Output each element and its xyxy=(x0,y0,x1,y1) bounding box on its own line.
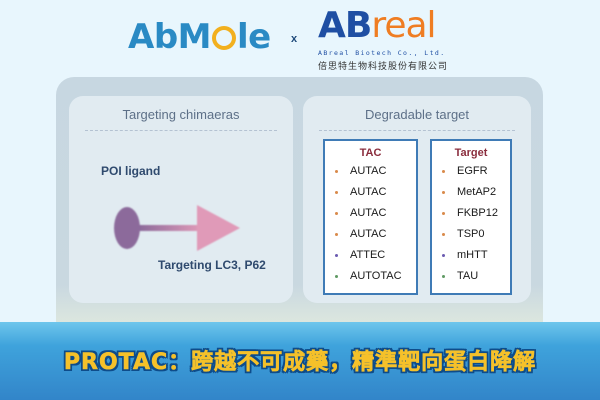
bullet-icon xyxy=(335,169,338,173)
bullet-icon xyxy=(442,169,445,173)
item-label: TAU xyxy=(457,270,479,282)
bullet-icon xyxy=(335,274,338,278)
divider xyxy=(85,130,277,131)
divider xyxy=(319,130,515,131)
list-item: MetAP2 xyxy=(432,182,510,203)
abmole-logo-prefix: AbM xyxy=(128,17,212,57)
abreal-english-name: ABreal Biotech Co., Ltd. xyxy=(318,49,446,57)
card-title: Targeting chimaeras xyxy=(122,107,240,122)
abreal-chinese-name: 倍思特生物科技股份有限公司 xyxy=(318,61,449,71)
item-label: FKBP12 xyxy=(457,207,498,219)
item-label: AUTAC xyxy=(350,228,387,240)
diagram-panel: Targeting chimaeras POI ligand Targeting… xyxy=(56,77,543,337)
abmole-logo: AbM le xyxy=(128,17,271,57)
bullet-icon xyxy=(442,274,445,278)
abmole-o-ring-icon xyxy=(212,26,236,50)
item-label: EGFR xyxy=(457,165,488,177)
target-header: Target xyxy=(454,147,488,159)
tac-header: TAC xyxy=(359,147,382,159)
tac-column: TAC AUTAC AUTAC AUTAC AUTAC ATTEC AUTOTA… xyxy=(323,139,418,295)
chimaera-arrow-icon xyxy=(114,205,240,251)
degradable-target-card: Degradable target TAC AUTAC AUTAC AUTAC … xyxy=(303,96,531,303)
item-label: AUTAC xyxy=(350,207,387,219)
targeting-chimaeras-card: Targeting chimaeras POI ligand Targeting… xyxy=(69,96,293,303)
list-item: EGFR xyxy=(432,161,510,182)
item-label: ATTEC xyxy=(350,249,386,261)
list-item: TAU xyxy=(432,266,510,287)
poi-ligand-label: POI ligand xyxy=(101,164,161,178)
list-item: AUTOTAC xyxy=(325,266,416,287)
bullet-icon xyxy=(442,211,445,215)
item-label: AUTAC xyxy=(350,165,387,177)
bullet-icon xyxy=(335,253,338,257)
bullet-icon xyxy=(335,211,338,215)
list-item: AUTAC xyxy=(325,224,416,245)
bullet-icon xyxy=(442,232,445,236)
card-title: Degradable target xyxy=(364,107,470,122)
list-item: ATTEC xyxy=(325,245,416,266)
abmole-logo-suffix: le xyxy=(237,17,271,57)
item-label: AUTAC xyxy=(350,186,387,198)
item-label: mHTT xyxy=(457,249,488,261)
list-item: AUTAC xyxy=(325,203,416,224)
bullet-icon xyxy=(335,232,338,236)
item-label: MetAP2 xyxy=(457,186,497,198)
abreal-ab: AB xyxy=(318,5,372,46)
list-item: mHTT xyxy=(432,245,510,266)
abreal-logo: ABreal ABreal Biotech Co., Ltd. 倍思特生物科技股… xyxy=(318,8,468,72)
targeting-lc3-label: Targeting LC3, P62 xyxy=(158,258,266,272)
list-item: AUTAC xyxy=(325,182,416,203)
item-label: TSP0 xyxy=(457,228,485,240)
list-item: AUTAC xyxy=(325,161,416,182)
target-column: Target EGFR MetAP2 FKBP12 TSP0 mHTT TAU xyxy=(430,139,512,295)
item-label: AUTOTAC xyxy=(350,270,402,282)
list-item: TSP0 xyxy=(432,224,510,245)
bullet-icon xyxy=(442,253,445,257)
list-item: FKBP12 xyxy=(432,203,510,224)
collab-separator: x xyxy=(291,33,298,45)
abreal-real: real xyxy=(371,5,436,46)
banner-title: PROTAC：跨越不可成藥，精準靶向蛋白降解 xyxy=(63,350,537,376)
title-banner: PROTAC：跨越不可成藥，精準靶向蛋白降解 xyxy=(0,322,600,400)
bullet-icon xyxy=(335,190,338,194)
bullet-icon xyxy=(442,190,445,194)
abreal-wordmark: ABreal xyxy=(318,8,468,44)
